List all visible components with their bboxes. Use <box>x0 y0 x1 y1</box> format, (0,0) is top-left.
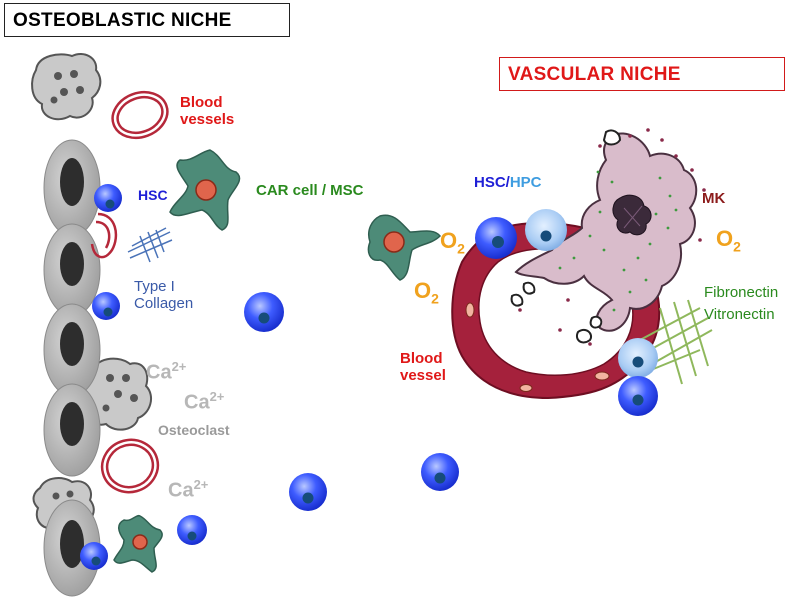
blood-vessel-ring-top <box>111 90 169 140</box>
osteoblastic-niche-title-box: OSTEOBLASTIC NICHE <box>4 3 290 37</box>
car-cell-msc-bottom <box>113 514 163 573</box>
calcium-ion-label-3: Ca2+ <box>168 477 209 502</box>
osteoblast-cell-4 <box>43 383 101 477</box>
hsc-cells-osteoblastic <box>80 184 459 570</box>
oxygen-label-2: O2 <box>414 278 439 307</box>
osteoclast-label: Osteoclast <box>158 422 230 438</box>
blood-vessel-ring-middle <box>90 212 118 259</box>
type1-collagen-fibrils <box>127 227 173 263</box>
hsc-hpc-label: HSC/HPC <box>474 174 542 191</box>
osteoclast-cell-top <box>31 52 102 121</box>
vitronectin-label: Vitronectin <box>704 306 775 323</box>
osteoblastic-niche-title: OSTEOBLASTIC NICHE <box>13 10 232 31</box>
car-cell-msc-vascular <box>367 214 441 281</box>
osteoblast-cell-3 <box>43 303 101 397</box>
calcium-ion-label-2: Ca2+ <box>184 389 225 414</box>
fibronectin-label: Fibronectin <box>704 284 779 301</box>
blood-vessel-ring-bottom <box>100 438 160 494</box>
type1-collagen-label: Type I Collagen <box>134 278 194 313</box>
osteoblast-cell-1 <box>43 139 101 237</box>
hsc-label: HSC <box>138 187 168 203</box>
osteoblast-cell-2 <box>43 223 101 317</box>
fibronectin-vitronectin-fibrils <box>639 299 713 385</box>
megakaryocyte-mk <box>510 128 706 346</box>
mk-label: MK <box>702 190 726 207</box>
blood-vessel-label: Blood vessel <box>400 350 446 385</box>
car-cell-msc-top <box>169 149 241 231</box>
car-cell-msc-label: CAR cell / MSC <box>256 182 364 199</box>
oxygen-label-1: O2 <box>440 228 465 257</box>
calcium-ion-label-1: Ca2+ <box>146 359 187 384</box>
osteoblast-cell-5 <box>43 499 101 597</box>
oxygen-label-3: O2 <box>716 226 741 255</box>
vascular-niche-title-box: VASCULAR NICHE <box>499 57 785 91</box>
blood-vessels-label: Blood vessels <box>180 94 235 129</box>
hsc-hpc-cells-vascular <box>475 209 658 416</box>
vascular-niche-title: VASCULAR NICHE <box>508 64 681 85</box>
